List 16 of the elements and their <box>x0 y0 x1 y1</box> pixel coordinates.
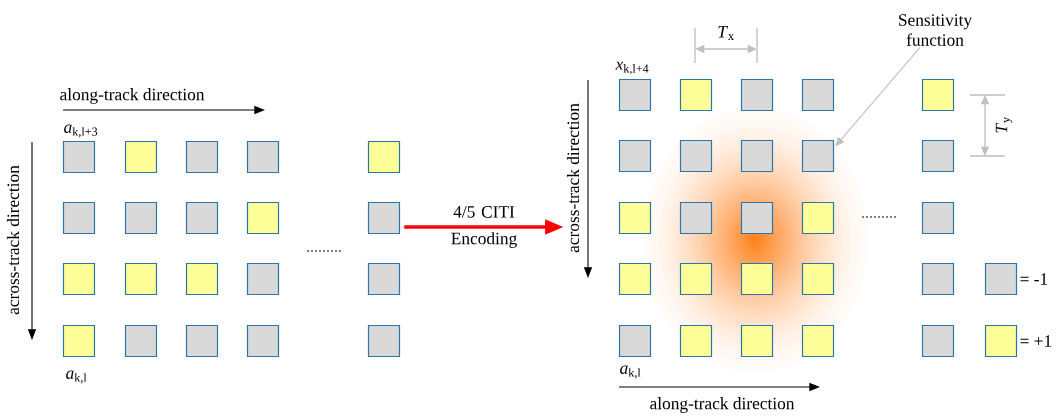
direction-label: along-track direction <box>650 397 795 413</box>
arrow <box>835 46 921 147</box>
dimension-label: T$_{y}$ <box>995 117 1013 133</box>
cell-label: x$_{k,l+4}$ <box>615 61 649 75</box>
legend-text: = +1 <box>1020 335 1052 347</box>
cell-label: a$_{k,l+3}$ <box>64 124 98 138</box>
direction-label: along-track direction <box>60 88 205 104</box>
annotation-text: Sensitivity function <box>899 14 973 46</box>
legend-text: = -1 <box>1020 273 1048 285</box>
cell-label: a$_{k,l}$ <box>66 370 87 384</box>
dimension-label: T$_{x}$ <box>718 26 734 40</box>
direction-label: across-track direction <box>566 103 580 253</box>
edge-label: 4/5 CITI Encoding <box>451 206 517 248</box>
cell-label: a$_{k,l}$ <box>620 365 641 379</box>
cell-grid-drawing <box>62 140 401 358</box>
direction-label: across-track direction <box>6 165 20 315</box>
